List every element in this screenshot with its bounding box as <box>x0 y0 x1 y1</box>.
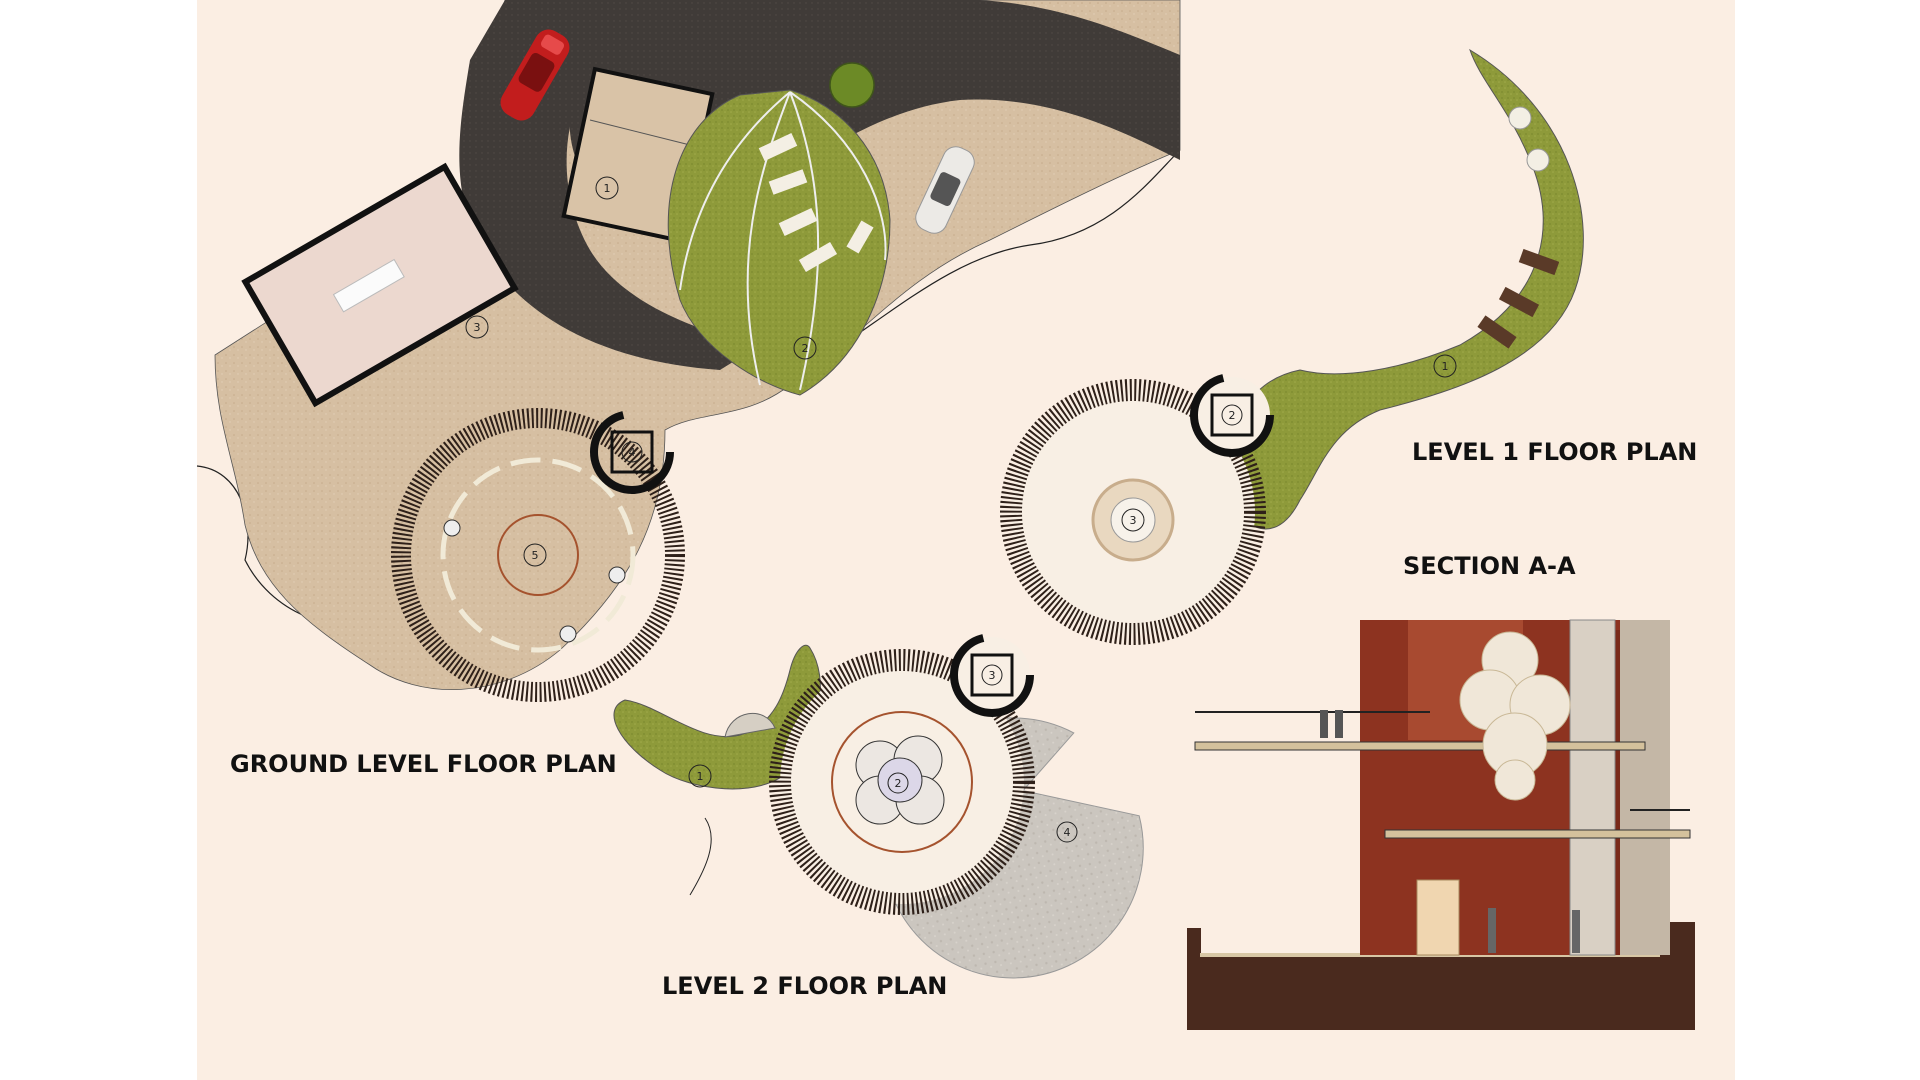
zone-number-2: 2 <box>1229 409 1236 422</box>
zone-number-2: 2 <box>895 777 902 790</box>
white-car-icon <box>915 146 975 234</box>
red-car-icon <box>500 29 570 121</box>
zone-number-3: 3 <box>1130 514 1137 527</box>
zone-marker-4 <box>621 441 643 463</box>
level2-arc-line <box>689 817 712 896</box>
zone-marker-2 <box>887 772 909 794</box>
zone-marker-1 <box>1433 354 1457 378</box>
zone-marker-3 <box>1121 508 1145 532</box>
zone-number-4: 4 <box>629 446 636 459</box>
planter-circle-2 <box>1526 148 1550 172</box>
people-figure-icon <box>1320 710 1580 953</box>
zone-number-1: 1 <box>604 182 611 195</box>
ground-level-plan: 1 2 3 <box>196 0 1181 702</box>
section-tower-core <box>1569 619 1616 956</box>
zone-marker-4 <box>1056 821 1078 843</box>
bench-3 <box>1477 315 1517 349</box>
zone-number-5: 5 <box>532 549 539 562</box>
level2-cloud-sculpture <box>855 735 945 825</box>
zone-number-1: 1 <box>1442 360 1449 373</box>
section-artwork <box>1416 879 1460 956</box>
level1-title: LEVEL 1 FLOOR PLAN <box>1412 438 1697 466</box>
section-title: SECTION A-A <box>1403 552 1576 580</box>
section-slab-2 <box>1384 829 1691 839</box>
section-cloud-sculpture <box>1459 631 1571 801</box>
zone-marker-2 <box>1221 404 1243 426</box>
zone-marker-2 <box>793 336 817 360</box>
green-dome-2: 2 <box>667 62 891 396</box>
bench-1 <box>1518 248 1560 276</box>
zone-marker-3 <box>981 664 1003 686</box>
level1-plan: 1 3 2 LEVEL 1 FLOOR PLAN <box>1000 48 1697 645</box>
section-ground-base <box>1187 955 1695 1030</box>
planter-circle <box>1508 106 1532 130</box>
people-figure-icon <box>443 519 626 643</box>
level2-title: LEVEL 2 FLOOR PLAN <box>662 972 947 1000</box>
lift-core-4: 4 <box>590 410 674 494</box>
building-3 <box>241 162 519 408</box>
zone-marker-1 <box>595 176 619 200</box>
level2-plan: 1 4 2 3 LEVEL 2 FLOOR PLAN <box>613 633 1144 1000</box>
circular-courtyard-5: 5 <box>391 408 685 702</box>
zone-marker-5 <box>523 543 547 567</box>
zone-number-1: 1 <box>697 770 704 783</box>
tree-icon <box>829 62 875 108</box>
zone-marker-1 <box>688 764 712 788</box>
zone-number-4: 4 <box>1064 826 1071 839</box>
ground-title: GROUND LEVEL FLOOR PLAN <box>230 750 617 778</box>
zone-number-3: 3 <box>474 321 481 334</box>
section-a-a: SECTION A-A <box>1187 552 1695 1030</box>
bench-2 <box>1498 286 1540 318</box>
section-slab-1 <box>1194 741 1646 751</box>
zone-number-3: 3 <box>989 669 996 682</box>
zone-marker-3 <box>465 315 489 339</box>
zone-number-2: 2 <box>802 342 809 355</box>
